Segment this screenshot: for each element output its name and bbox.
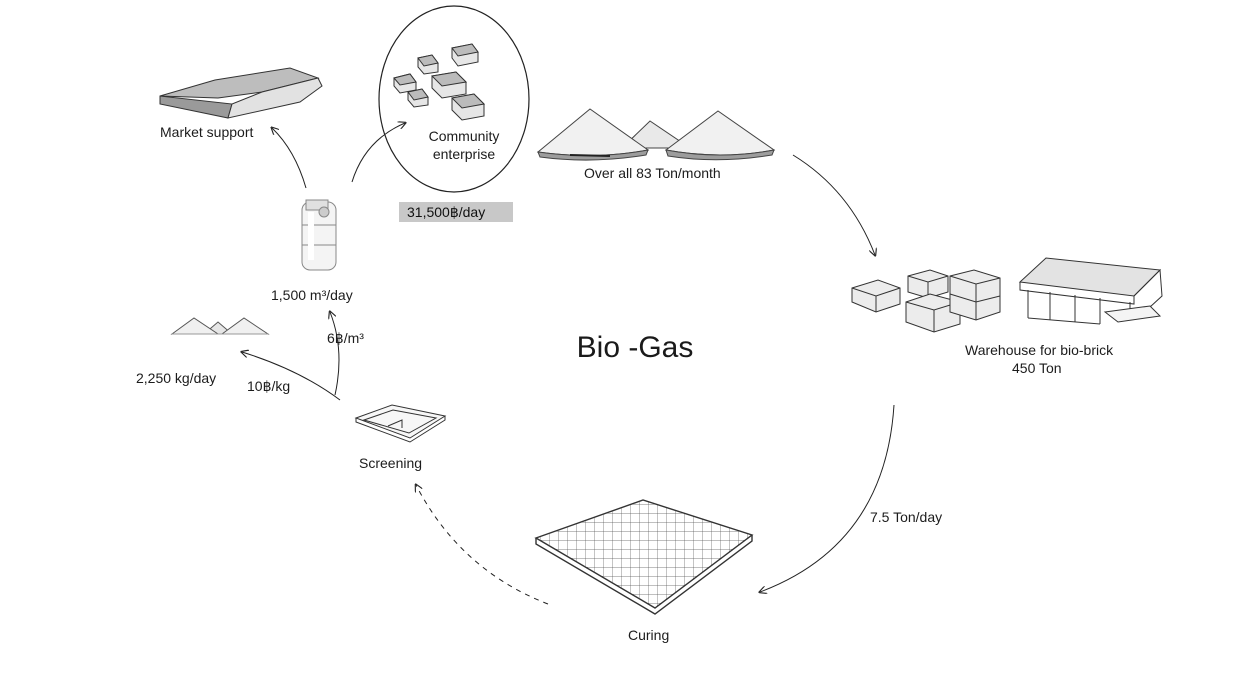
arrow-screening-to-residue xyxy=(242,352,341,401)
curing-grid-icon xyxy=(534,499,754,615)
curing-label: Curing xyxy=(628,627,670,643)
production-label: Over all 83 Ton/month xyxy=(584,165,721,181)
bricks-icon xyxy=(851,269,1001,333)
shed-icon xyxy=(1018,257,1163,325)
gas-price-label: 6฿/m³ xyxy=(327,330,364,346)
warehouse-to-curing-rate: 7.5 Ton/day xyxy=(870,509,943,525)
houses-icon xyxy=(393,43,486,121)
residue-output-label: 2,250 kg/day xyxy=(136,370,217,386)
screening-label: Screening xyxy=(359,455,423,471)
piles-icon xyxy=(536,108,776,161)
arrow-curing-to-screening xyxy=(416,485,549,605)
arrow-screening-to-gas xyxy=(330,312,340,396)
diagram-title: Bio -Gas xyxy=(576,331,694,364)
gas-output-label: 1,500 m³/day xyxy=(271,287,353,303)
warehouse-roof-icon xyxy=(159,67,323,119)
market-support-label: Market support xyxy=(160,124,254,140)
community-income-badge: 31,500฿/day xyxy=(399,202,513,222)
arrow-gas-to-market xyxy=(272,128,307,189)
warehouse-label-line2: 450 Ton xyxy=(1012,360,1062,376)
small-piles-icon xyxy=(170,317,270,335)
community-enclosure xyxy=(378,5,530,193)
warehouse-label-line1: Warehouse for bio-brick xyxy=(965,342,1114,358)
arrow-warehouse-to-curing xyxy=(760,404,895,592)
arrow-gas-to-community xyxy=(351,123,405,183)
community-label-line1: Community xyxy=(428,128,500,144)
gas-cylinder-icon xyxy=(301,199,337,271)
screen-tray-icon xyxy=(354,404,447,443)
community-label-line2: enterprise xyxy=(432,146,496,162)
flow-arrows xyxy=(242,123,895,605)
residue-price-label: 10฿/kg xyxy=(247,378,291,394)
arrow-production-to-warehouse xyxy=(792,154,875,255)
